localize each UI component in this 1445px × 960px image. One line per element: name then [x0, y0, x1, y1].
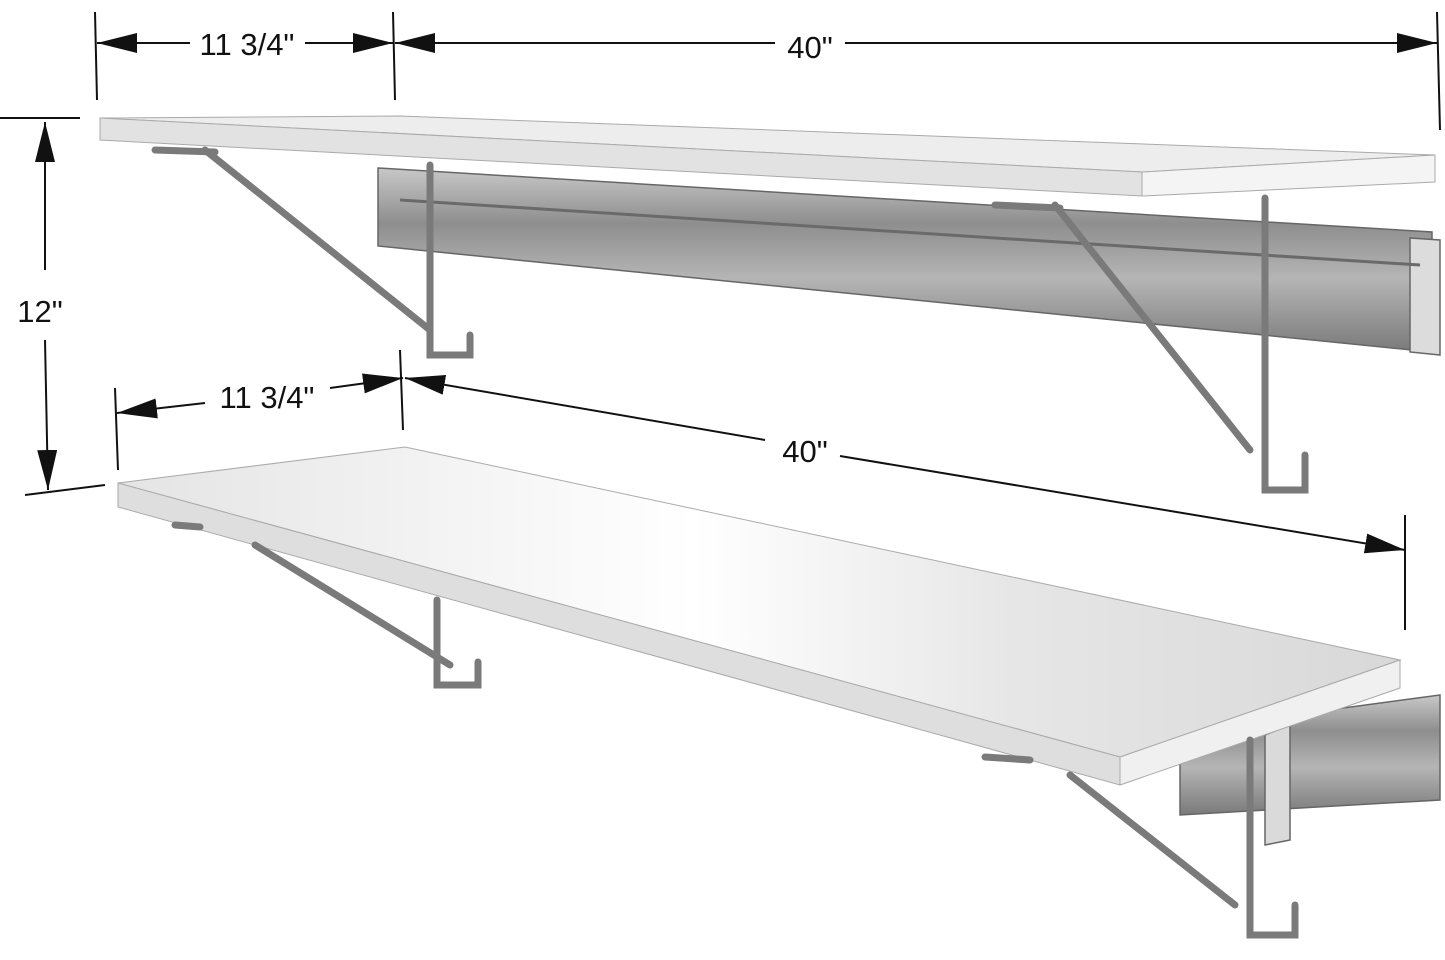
- top-rail: [377, 167, 1433, 353]
- top-width-label: 40": [787, 30, 833, 65]
- dimension-lines: [0, 11, 1441, 630]
- bottom-width-label: 40": [782, 434, 828, 469]
- top-depth-label: 11 3/4": [200, 27, 295, 62]
- top-right-bracket: [991, 194, 1309, 494]
- bottom-shelf-assembly: [117, 446, 1441, 939]
- top-shelf-assembly: [99, 115, 1441, 494]
- top-rail-groove: [399, 198, 1421, 267]
- bottom-shelf-board: [117, 446, 1402, 758]
- top-left-bracket: [151, 146, 474, 359]
- bottom-depth-label: 11 3/4": [220, 380, 315, 415]
- height-label: 12": [17, 294, 63, 329]
- top-rail-end: [1409, 237, 1441, 356]
- bottom-left-bracket: [171, 521, 482, 689]
- bottom-right-bracket: [981, 736, 1299, 939]
